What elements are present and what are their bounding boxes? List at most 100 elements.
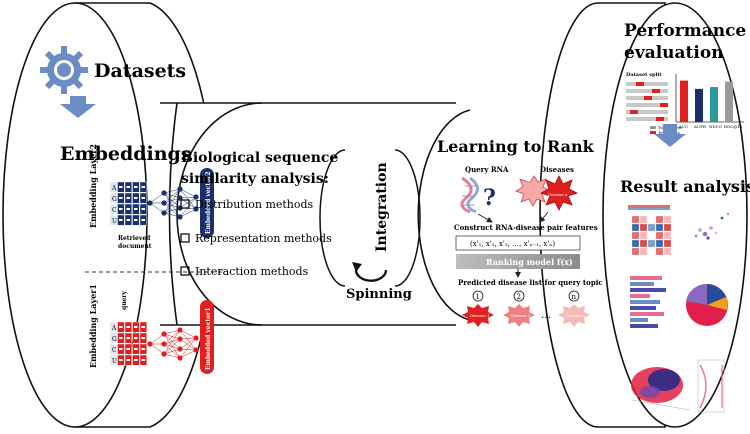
bio-panel-left-edge	[168, 102, 178, 326]
layer2-neural-net	[147, 186, 199, 220]
net-node	[177, 346, 183, 352]
grid-letter: G	[112, 196, 117, 203]
query-rna-label: Query RNA	[465, 165, 509, 174]
disease-1-badge: Disease 1	[462, 304, 494, 327]
grid-mark	[134, 186, 138, 188]
heatmap-cell	[663, 247, 672, 256]
net-edge	[163, 197, 181, 214]
rank-n-badge: n	[568, 290, 580, 302]
result-scatter-thumbnail	[694, 212, 730, 240]
net-edge	[179, 337, 197, 340]
net-edge	[163, 188, 181, 204]
ltr-panel-curve	[417, 109, 471, 321]
spinning-arrowhead-icon	[352, 262, 362, 272]
result-density-thumbnail	[631, 359, 725, 413]
net-node	[177, 195, 183, 201]
net-edge	[179, 337, 197, 359]
grid-mark	[119, 186, 123, 188]
net-node	[193, 206, 199, 212]
grid-mark	[141, 219, 145, 221]
net-node	[177, 336, 183, 342]
grid-letter: U	[112, 358, 117, 365]
feature-vector-label: (x'₁, x'₂, x'₃, …, x'ₙ₋₁, x'ₙ)	[470, 240, 555, 248]
bar-label: ROC@10	[724, 124, 743, 129]
net-edge	[179, 329, 197, 351]
net-edge	[179, 188, 197, 210]
heatmap-cell	[631, 215, 640, 224]
dataset-split-label: Dataset split	[626, 72, 662, 78]
grid-mark	[141, 348, 145, 350]
grid-mark	[119, 337, 123, 339]
heatmap-cell	[639, 247, 648, 256]
net-node	[161, 190, 167, 196]
method-label-interaction: Interaction methods	[195, 265, 309, 278]
integration-label: Integration	[374, 162, 390, 252]
disease-n-badge-label: Disease n	[566, 313, 586, 318]
document-label: document	[118, 243, 152, 250]
bio-title-line1: Biological sequence	[181, 150, 338, 166]
net-node	[193, 347, 199, 353]
grid-mark	[126, 219, 130, 221]
arrow-icon	[539, 211, 549, 223]
embedded-vector1-pill: Embedded vector1	[200, 300, 214, 374]
heatmap-cell	[647, 231, 656, 240]
disease-n-badge: Disease n	[558, 304, 590, 327]
grid-cell	[109, 181, 117, 193]
ellipsis-label: …	[541, 310, 551, 321]
diseases-label: Diseases	[540, 165, 574, 174]
grid-cell	[109, 321, 117, 333]
split-row	[626, 82, 668, 86]
net-node	[177, 214, 183, 220]
retrieved-label: Retrieved	[118, 235, 151, 242]
heatmap-cell	[631, 247, 640, 256]
grid-mark	[134, 359, 138, 361]
grid-mark	[141, 359, 145, 361]
net-edge	[163, 192, 181, 199]
grid-mark	[126, 197, 130, 199]
grid-letter: G	[112, 336, 117, 343]
grid-cell	[109, 192, 117, 204]
result-pie-thumbnail	[686, 283, 728, 326]
result-title: Result analysis	[620, 177, 750, 196]
spinning-icon	[354, 269, 388, 282]
grid-mark	[141, 186, 145, 188]
net-edge	[179, 196, 197, 209]
bar-roc10	[725, 81, 733, 122]
net-edge	[179, 329, 197, 339]
layer1-neural-net	[147, 327, 199, 361]
grid-mark	[134, 337, 138, 339]
gear-icon	[40, 46, 88, 94]
net-edge	[163, 188, 181, 194]
net-edge	[179, 208, 197, 218]
grid-mark	[119, 348, 123, 350]
net-edge	[163, 192, 181, 218]
spinning-label: Spinning	[346, 287, 412, 302]
grid-letter: C	[112, 347, 117, 354]
heatmap-cell	[631, 223, 640, 232]
bar-label: NDCG	[709, 124, 722, 129]
split-row	[626, 103, 668, 107]
grid-mark	[141, 197, 145, 199]
net-edge	[163, 212, 181, 218]
split-test-segment	[630, 110, 638, 114]
split-test-segment	[644, 96, 652, 100]
net-node	[161, 341, 167, 347]
grid-mark	[134, 208, 138, 210]
heatmap-cell	[655, 231, 664, 240]
grid-cell	[109, 332, 117, 344]
bar-ndcg	[710, 87, 718, 122]
split-test-segment	[636, 82, 644, 86]
grid-cell	[109, 343, 117, 355]
heatmap-cell	[639, 215, 648, 224]
net-node	[193, 194, 199, 200]
net-edge	[163, 202, 181, 218]
bar-label: AUPR	[693, 124, 707, 129]
split-row	[626, 89, 668, 93]
testing-legend-swatch	[650, 131, 656, 134]
net-node	[177, 355, 183, 361]
disease-1-label: Disease 1	[470, 313, 490, 318]
right-cylinder	[539, 2, 748, 428]
rank-1-label: 1	[476, 293, 480, 301]
